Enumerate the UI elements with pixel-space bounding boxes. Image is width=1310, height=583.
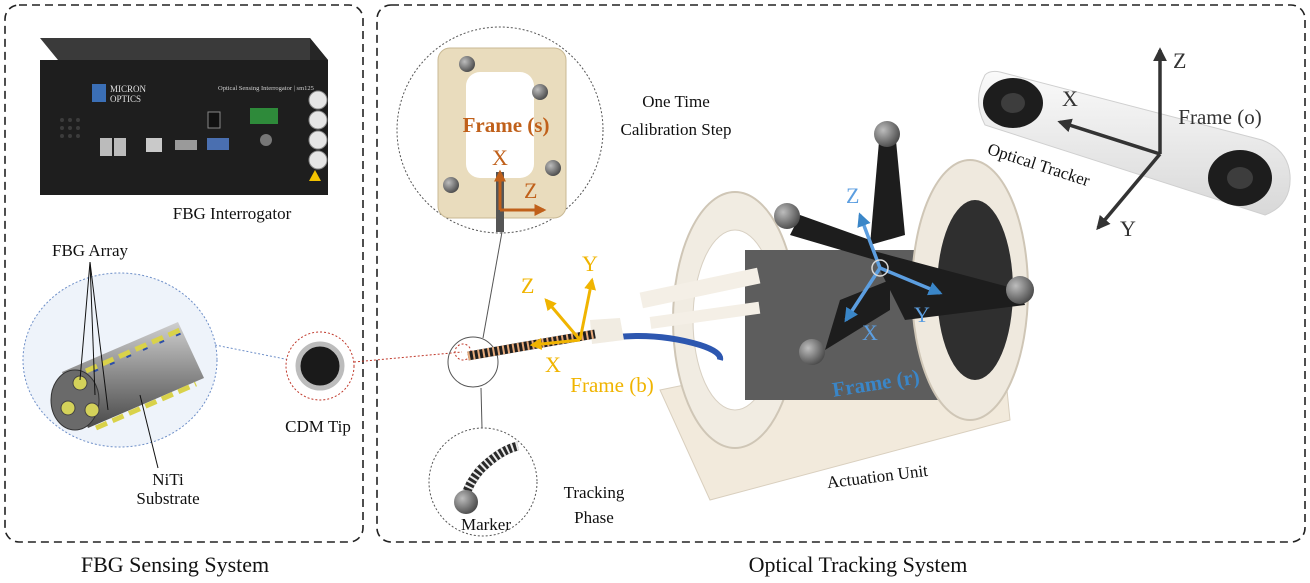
marker-label: Marker — [461, 515, 511, 534]
laser-warning-icon — [309, 170, 321, 181]
tip-to-tracking-link — [480, 387, 483, 429]
device-brand-logo: MICRON — [110, 84, 147, 94]
calibration-label: One Time — [642, 92, 710, 111]
tracking-marker-ball — [454, 490, 478, 514]
actuation-unit-label: Actuation Unit — [826, 461, 929, 492]
ethernet-port — [146, 138, 162, 152]
device-brand-logo-line2: OPTICS — [110, 94, 141, 104]
frame-s-axis-z: Z — [524, 178, 537, 203]
usb-port — [100, 138, 112, 156]
frame-s-label: Frame (s) — [463, 113, 550, 137]
tracking-label-line2: Phase — [574, 508, 614, 527]
tip-highlight-circle — [447, 336, 499, 388]
frame-r-axis-x: X — [862, 320, 878, 345]
niti-label-line2: Substrate — [136, 489, 199, 508]
device-vent-pattern — [60, 118, 80, 138]
frame-o-axis-z: Z — [1173, 48, 1186, 73]
optical-tracker-device — [978, 70, 1291, 216]
niti-pointer — [139, 394, 159, 469]
frame-s-axis-x: X — [492, 145, 508, 170]
device-model-label: Optical Sensing Interrogator | sm125 — [218, 85, 314, 92]
tracking-magnifier — [428, 427, 538, 537]
calibration-plate — [437, 47, 567, 232]
device-logo-icon — [92, 84, 106, 102]
tracking-label: Tracking — [564, 483, 625, 502]
vga-port — [207, 138, 229, 150]
fbg-fiber-bundle — [50, 322, 204, 431]
frame-r-axis-z: Z — [846, 183, 859, 208]
interrogator-label: FBG Interrogator — [173, 204, 292, 223]
power-switch — [207, 111, 221, 129]
cdm-tip-image — [295, 341, 345, 391]
frame-b-axis-z: Z — [521, 273, 534, 298]
cdm-tip-label: CDM Tip — [285, 417, 351, 436]
terminal-block — [250, 108, 278, 124]
frame-r-origin — [871, 259, 889, 277]
frame-o-axis-x: X — [1062, 86, 1078, 111]
frame-o-axis-y: Y — [1120, 216, 1136, 241]
tip-to-calibration-link — [482, 231, 503, 339]
bent-cdm-notches — [461, 441, 520, 496]
fbg-panel-caption: FBG Sensing System — [81, 552, 269, 577]
cdm-to-body-connector — [353, 351, 463, 363]
cdm-shaft-notches — [467, 329, 596, 361]
fbg-interrogator-device: MICRON OPTICS Optical Sensing Interrogat… — [40, 38, 328, 195]
frame-b-axes — [529, 277, 597, 350]
actuation-unit — [590, 121, 1034, 501]
usb-port — [114, 138, 126, 156]
calibration-label-line2: Calibration Step — [621, 120, 732, 139]
serial-port — [175, 140, 197, 150]
optical-panel-caption: Optical Tracking System — [749, 552, 968, 577]
frame-r-axes — [844, 212, 943, 323]
frame-b-label: Frame (b) — [570, 373, 653, 397]
frame-s-axes — [494, 169, 547, 216]
niti-label: NiTi — [152, 470, 184, 489]
optical-connectors — [308, 90, 328, 170]
fbg-to-cdm-connector — [214, 344, 291, 361]
optical-panel-border — [376, 4, 1306, 543]
fbg-array-label: FBG Array — [52, 241, 129, 260]
fbg-panel-border — [4, 4, 364, 543]
frame-o-label: Frame (o) — [1178, 105, 1261, 129]
frame-r-axis-y: Y — [914, 302, 930, 327]
frame-b-axis-y: Y — [582, 251, 598, 276]
frame-o-axes — [1057, 47, 1167, 231]
frame-b-axis-x: X — [545, 352, 561, 377]
knob — [260, 134, 272, 146]
fbg-array-pointers — [79, 261, 109, 411]
